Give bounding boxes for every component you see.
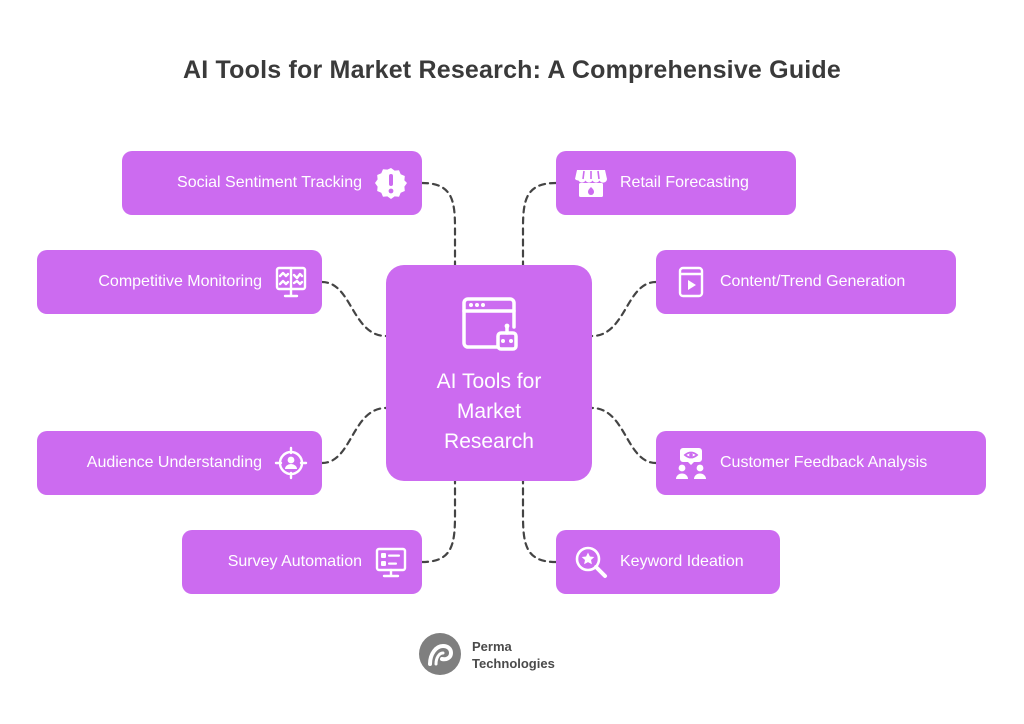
node-label: Survey Automation: [227, 553, 362, 570]
node-audience-understanding: Audience Understanding: [37, 431, 322, 495]
survey-screen-icon: [375, 547, 407, 578]
node-keyword-ideation: Keyword Ideation: [556, 530, 780, 594]
connector-audience-understanding: [320, 406, 388, 465]
center-title: AI Tools for Market Research: [436, 370, 542, 453]
connector-retail-forecasting: [521, 181, 558, 267]
store-icon: [575, 170, 607, 197]
node-label: Content/Trend Generation: [720, 273, 906, 290]
node-content-trend-generation: Content/Trend Generation: [656, 250, 956, 314]
node-label: Customer Feedback Analysis: [720, 454, 928, 471]
node-customer-feedback-analysis: Customer Feedback Analysis: [656, 431, 986, 495]
connector-keyword-ideation: [521, 479, 558, 564]
brand-name: Perma Technologies: [472, 639, 555, 671]
node-label: Retail Forecasting: [620, 174, 749, 191]
node-label: Social Sentiment Tracking: [177, 174, 362, 191]
target-person-icon: [274, 446, 308, 480]
video-file-icon: [678, 266, 704, 298]
center-node: AI Tools for Market Research: [386, 265, 592, 481]
node-label: Keyword Ideation: [620, 553, 744, 570]
connector-customer-feedback: [590, 406, 658, 465]
page-title: AI Tools for Market Research: A Comprehe…: [182, 56, 842, 84]
node-survey-automation: Survey Automation: [182, 530, 422, 594]
monitor-dashboard-icon: [275, 266, 307, 298]
exclamation-badge-icon: [375, 168, 407, 199]
node-label: Audience Understanding: [86, 454, 262, 471]
connector-social-sentiment: [420, 181, 457, 267]
feedback-group-icon: [676, 448, 706, 479]
perma-logo-icon: [419, 633, 461, 675]
search-star-icon: [575, 546, 607, 578]
node-competitive-monitoring: Competitive Monitoring: [37, 250, 322, 314]
node-retail-forecasting: Retail Forecasting: [556, 151, 796, 215]
connector-content-trend: [590, 280, 658, 338]
node-social-sentiment-tracking: Social Sentiment Tracking: [122, 151, 422, 215]
browser-robot-icon: [462, 297, 518, 351]
connector-competitive-monitoring: [320, 280, 388, 338]
node-label: Competitive Monitoring: [98, 273, 262, 290]
connector-survey-automation: [420, 479, 457, 564]
